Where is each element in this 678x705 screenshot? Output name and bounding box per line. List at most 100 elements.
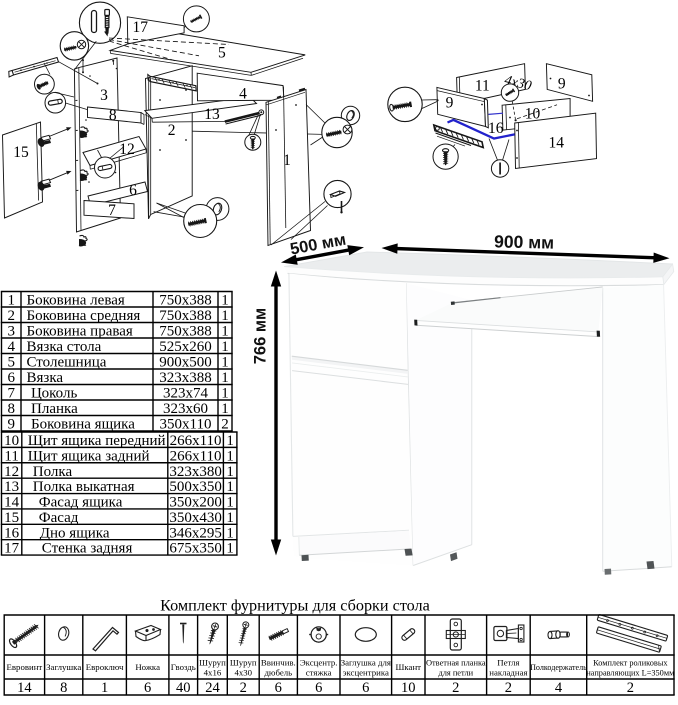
svg-text:Комплект роликовых: Комплект роликовых: [593, 659, 668, 668]
svg-text:Комплект фурнитуры для сборки: Комплект фурнитуры для сборки стола: [160, 597, 430, 615]
svg-text:9: 9: [446, 95, 454, 112]
svg-text:для петли: для петли: [438, 668, 473, 677]
svg-text:5: 5: [8, 355, 16, 371]
svg-text:17: 17: [132, 19, 148, 36]
svg-text:2: 2: [240, 680, 247, 696]
svg-text:4х16: 4х16: [204, 667, 222, 677]
svg-text:Шкант: Шкант: [396, 662, 422, 672]
svg-text:Шуруп: Шуруп: [230, 658, 257, 668]
svg-text:1: 1: [226, 510, 234, 526]
svg-text:2: 2: [505, 680, 512, 696]
svg-text:16: 16: [488, 120, 504, 137]
svg-text:Цоколь: Цоколь: [31, 386, 77, 402]
svg-text:13: 13: [4, 479, 19, 495]
svg-text:Евровинт: Евровинт: [7, 662, 43, 672]
svg-text:стяжка: стяжка: [306, 667, 332, 677]
svg-text:1: 1: [226, 479, 234, 495]
svg-text:323x60: 323x60: [163, 401, 208, 417]
svg-text:6: 6: [129, 182, 137, 199]
svg-text:Полка: Полка: [33, 464, 73, 480]
svg-text:4: 4: [555, 680, 563, 696]
svg-text:6: 6: [144, 680, 151, 696]
svg-text:10: 10: [4, 433, 19, 449]
svg-text:1: 1: [221, 324, 229, 340]
svg-text:2: 2: [452, 680, 459, 696]
svg-text:7: 7: [108, 202, 116, 219]
svg-text:323x388: 323x388: [159, 370, 212, 386]
svg-text:11: 11: [475, 78, 490, 95]
svg-text:Заглушка: Заглушка: [46, 662, 81, 672]
svg-text:1: 1: [226, 448, 234, 464]
svg-text:10: 10: [401, 680, 416, 696]
svg-text:8: 8: [8, 401, 16, 417]
svg-text:направляющих L=350мм: направляющих L=350мм: [586, 668, 675, 677]
svg-text:1: 1: [221, 308, 229, 324]
svg-text:2: 2: [168, 122, 176, 139]
svg-text:Ответная планка: Ответная планка: [426, 659, 486, 668]
svg-text:4: 4: [239, 86, 247, 103]
svg-text:1: 1: [221, 339, 229, 355]
svg-text:1: 1: [226, 495, 234, 511]
svg-text:40: 40: [176, 680, 191, 696]
svg-text:Щит ящика передний: Щит ящика передний: [28, 433, 166, 449]
svg-text:6: 6: [8, 370, 16, 386]
svg-text:5: 5: [218, 45, 226, 62]
svg-text:525x260: 525x260: [159, 339, 212, 355]
svg-text:900x500: 900x500: [159, 355, 212, 371]
svg-text:Полка выкатная: Полка выкатная: [33, 479, 135, 495]
svg-text:7: 7: [8, 386, 16, 402]
svg-text:14: 14: [4, 495, 20, 511]
svg-text:1: 1: [101, 680, 108, 696]
svg-text:Боковина левая: Боковина левая: [27, 293, 125, 309]
svg-text:6: 6: [275, 680, 282, 696]
svg-text:750x388: 750x388: [159, 308, 212, 324]
svg-text:Эксцентр.: Эксцентр.: [300, 658, 338, 668]
svg-text:346x295: 346x295: [169, 525, 222, 541]
svg-text:Боковина правая: Боковина правая: [27, 324, 133, 340]
svg-text:Боковина ящика: Боковина ящика: [31, 417, 135, 433]
svg-text:323x74: 323x74: [163, 386, 209, 402]
svg-text:2: 2: [627, 680, 634, 696]
svg-text:Фасад: Фасад: [39, 510, 79, 526]
svg-text:1: 1: [226, 464, 234, 480]
svg-text:350x430: 350x430: [169, 510, 222, 526]
svg-text:350x200: 350x200: [169, 495, 222, 511]
svg-text:500x350: 500x350: [169, 479, 222, 495]
svg-text:12: 12: [119, 141, 135, 158]
svg-text:900 мм: 900 мм: [494, 231, 554, 252]
svg-text:266x110: 266x110: [170, 433, 222, 449]
svg-text:эксцентрика: эксцентрика: [343, 667, 389, 677]
svg-text:Щит ящика задний: Щит ящика задний: [28, 448, 150, 464]
svg-text:1: 1: [221, 355, 229, 371]
svg-text:323x380: 323x380: [169, 464, 222, 480]
svg-text:6: 6: [362, 680, 369, 696]
svg-text:1: 1: [8, 293, 16, 309]
svg-text:8: 8: [60, 680, 67, 696]
svg-text:Заглушка для: Заглушка для: [341, 658, 391, 668]
svg-text:Гвоздь: Гвоздь: [171, 662, 196, 672]
svg-text:4х30: 4х30: [234, 667, 252, 677]
svg-text:1: 1: [221, 386, 229, 402]
svg-text:1: 1: [226, 541, 234, 557]
svg-text:13: 13: [204, 106, 220, 123]
svg-text:1: 1: [221, 293, 229, 309]
svg-text:2: 2: [8, 308, 16, 324]
svg-text:9: 9: [8, 417, 16, 433]
svg-text:11: 11: [4, 448, 18, 464]
svg-text:Шуруп: Шуруп: [199, 658, 226, 668]
svg-text:766 мм: 766 мм: [252, 308, 270, 365]
svg-text:1: 1: [221, 370, 229, 386]
svg-text:3: 3: [8, 324, 16, 340]
svg-text:17: 17: [4, 541, 20, 557]
svg-text:24: 24: [205, 680, 220, 696]
svg-text:Петля: Петля: [497, 658, 519, 668]
svg-text:15: 15: [13, 144, 29, 161]
svg-text:Фасад ящика: Фасад ящика: [39, 495, 123, 511]
svg-text:1: 1: [226, 525, 234, 541]
svg-text:Евроключ: Евроключ: [86, 662, 124, 672]
svg-text:Вязка: Вязка: [27, 370, 64, 386]
svg-text:8: 8: [109, 107, 117, 124]
svg-text:750x388: 750x388: [159, 324, 212, 340]
svg-text:4: 4: [8, 339, 16, 355]
svg-text:дюбель: дюбель: [264, 667, 292, 677]
